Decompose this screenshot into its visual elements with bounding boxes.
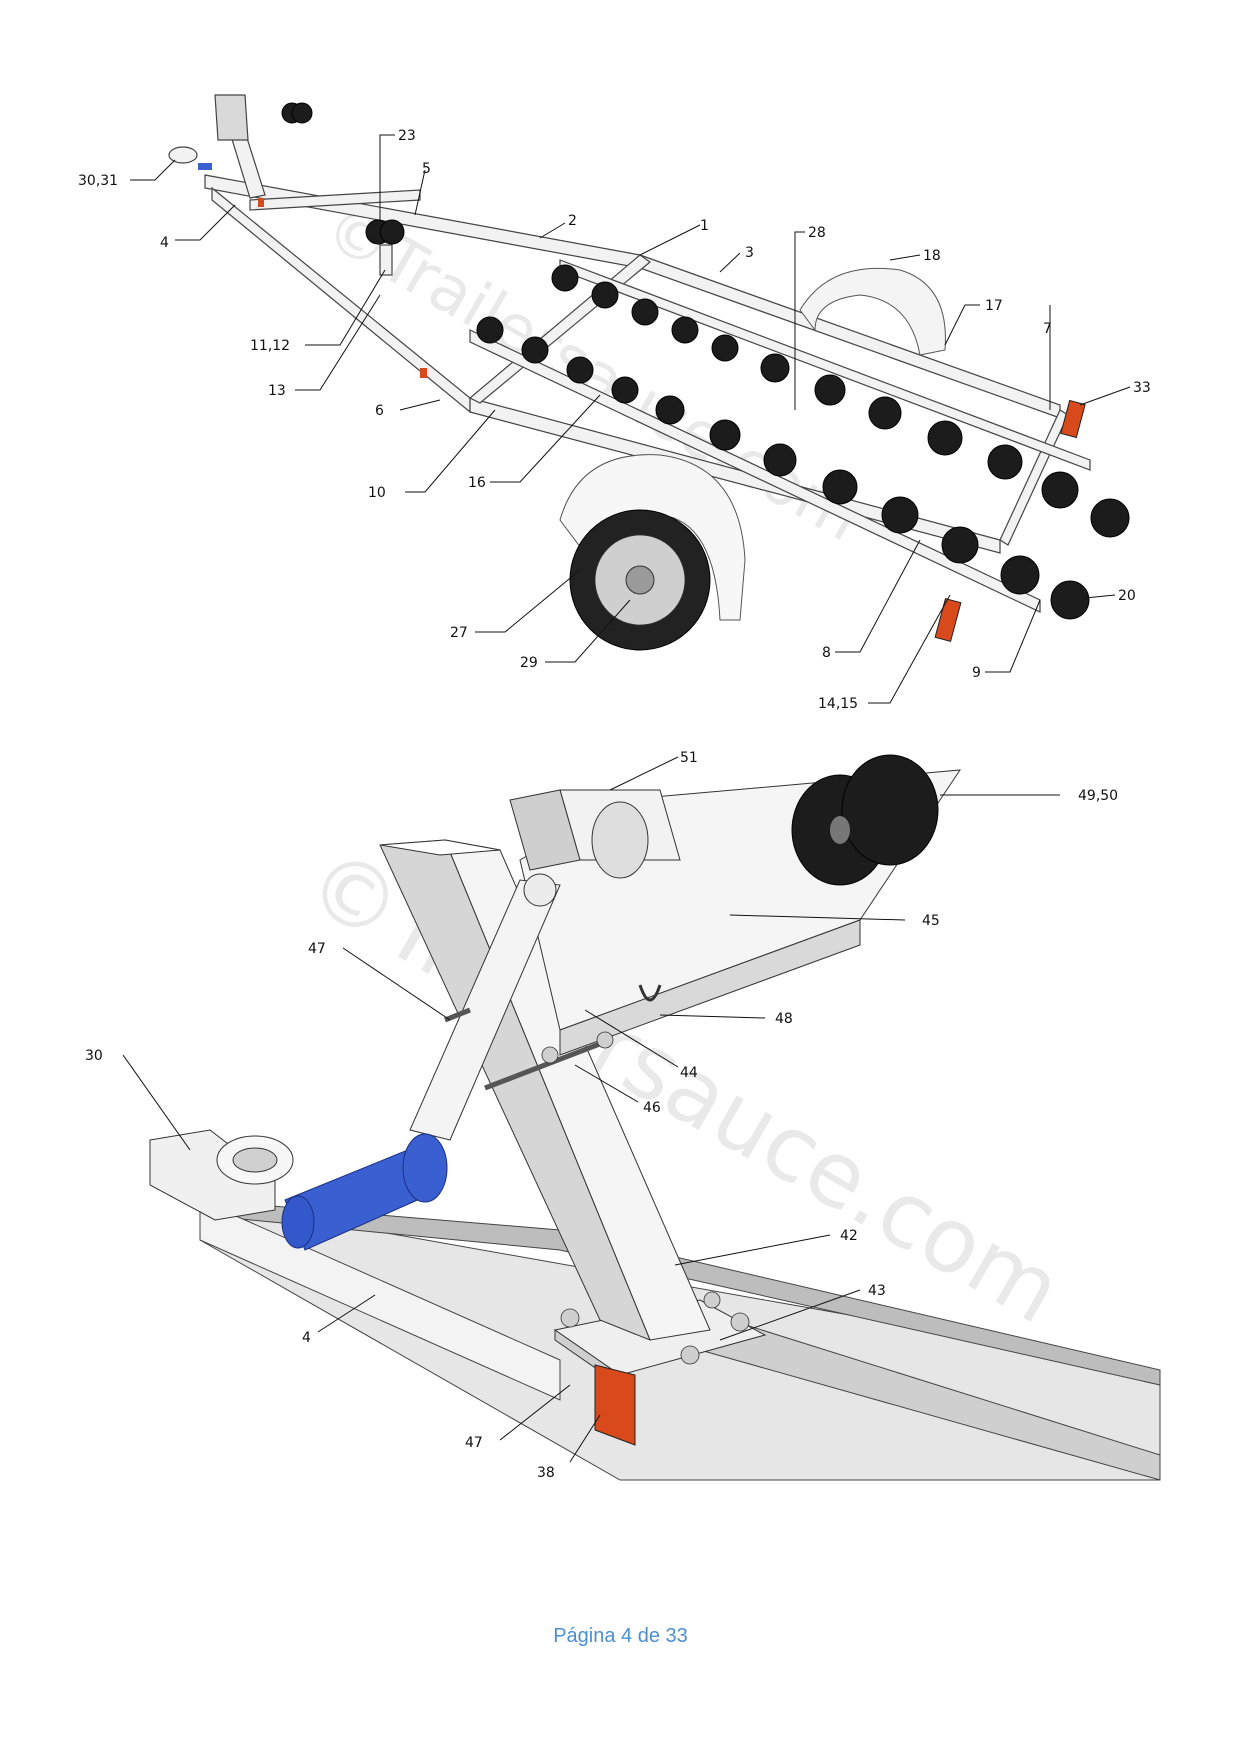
- winch-post-detail: [122, 754, 1161, 1481]
- callout-1: 1: [700, 218, 709, 234]
- trailer-overview: [130, 94, 1131, 704]
- callout-30: 30: [85, 1048, 103, 1064]
- callout-46: 46: [643, 1100, 661, 1116]
- callout-33: 33: [1133, 380, 1151, 396]
- callout-27: 27: [450, 625, 468, 641]
- page-number: Página 4 de 33: [553, 1625, 688, 1647]
- callout-20: 20: [1118, 588, 1136, 604]
- callout-44: 44: [680, 1065, 698, 1081]
- callout-43: 43: [868, 1283, 886, 1299]
- roller-row-inner: [551, 264, 1130, 538]
- callout-18: 18: [923, 248, 941, 264]
- callout-38: 38: [537, 1465, 555, 1481]
- trailer-diagram: ©Trailersauce.com ©Trailersauce.com: [78, 94, 1161, 1481]
- callout-7: 7: [1043, 321, 1052, 337]
- callout-28: 28: [808, 225, 826, 241]
- callout-29: 29: [520, 655, 538, 671]
- callout-4: 4: [160, 235, 169, 251]
- callout-16: 16: [468, 475, 486, 491]
- callout-9: 9: [972, 665, 981, 681]
- callout-47-upper: 47: [308, 941, 326, 957]
- callout-13: 13: [268, 383, 286, 399]
- callout-30-31: 30,31: [78, 173, 118, 189]
- callout-23: 23: [398, 128, 416, 144]
- callout-8: 8: [822, 645, 831, 661]
- callout-48: 48: [775, 1011, 793, 1027]
- callout-6: 6: [375, 403, 384, 419]
- callout-3: 3: [745, 245, 754, 261]
- callout-45: 45: [922, 913, 940, 929]
- callout-17: 17: [985, 298, 1003, 314]
- callout-14-15: 14,15: [818, 696, 858, 712]
- callout-47-lower: 47: [465, 1435, 483, 1451]
- callout-51: 51: [680, 750, 698, 766]
- callout-4-lower: 4: [302, 1330, 311, 1346]
- callout-11-12: 11,12: [250, 338, 290, 354]
- callout-10: 10: [368, 485, 386, 501]
- callout-5: 5: [422, 161, 431, 177]
- roller-row-outer: [476, 316, 1090, 620]
- callout-42: 42: [840, 1228, 858, 1244]
- callout-49-50: 49,50: [1078, 788, 1118, 804]
- callout-2: 2: [568, 213, 577, 229]
